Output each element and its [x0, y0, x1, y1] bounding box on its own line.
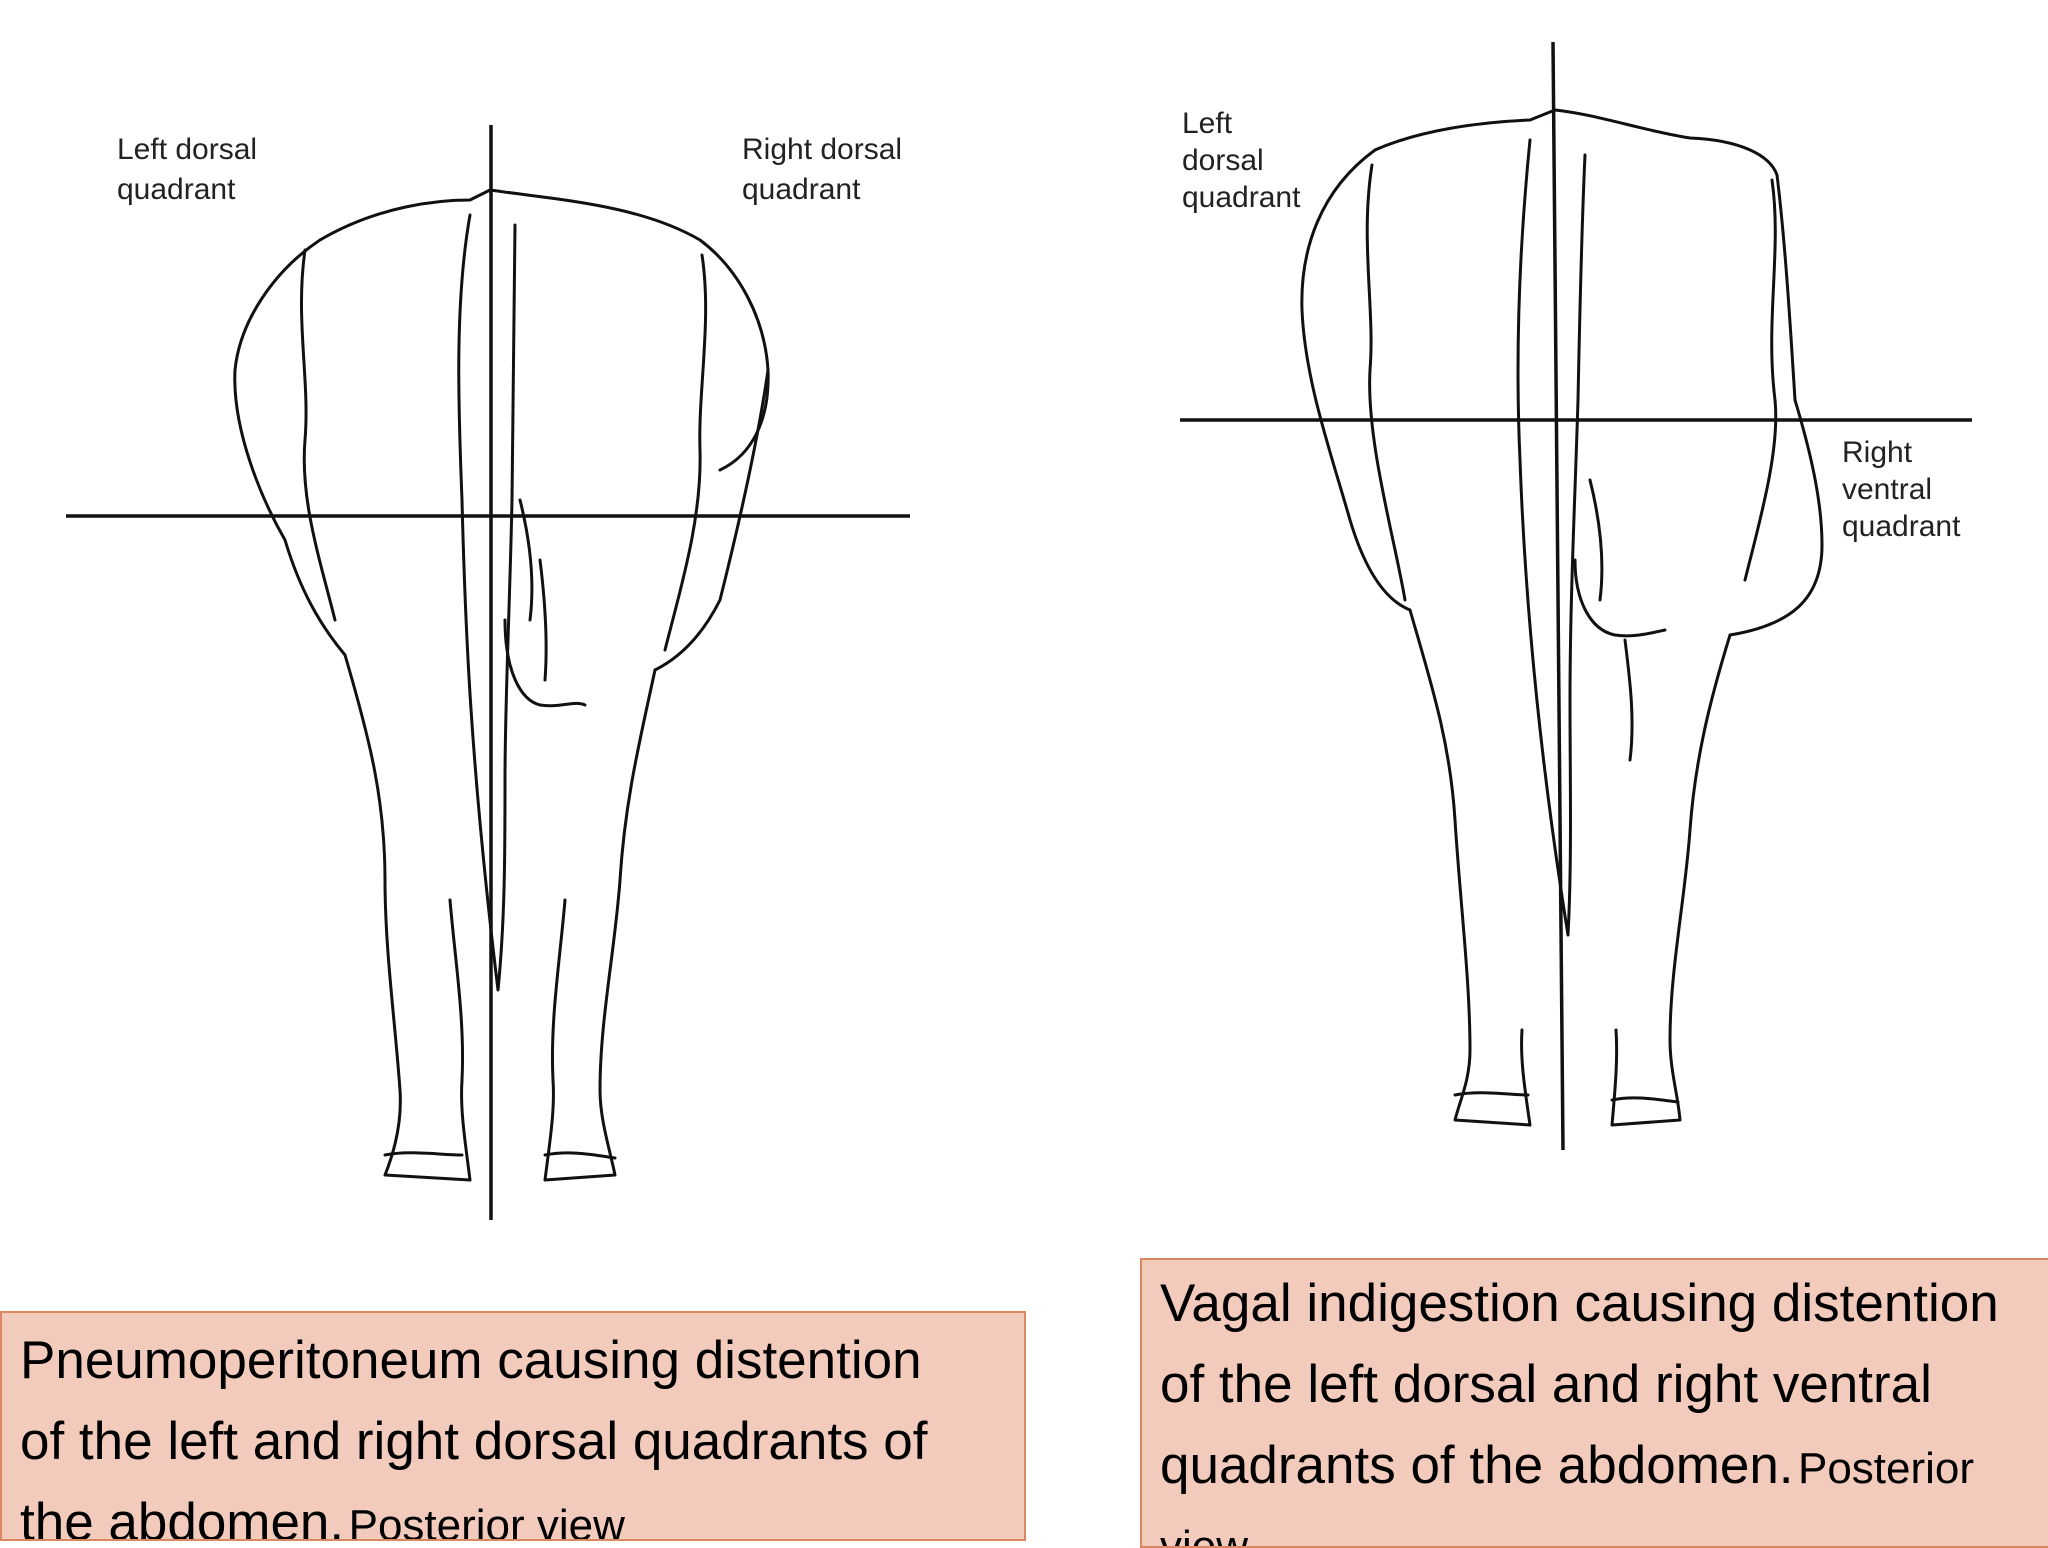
caption-text: Pneumoperitoneum causing distention [20, 1331, 922, 1390]
caption-line: of the left dorsal and right ventral [1160, 1351, 2040, 1432]
left-cow-left-thigh [300, 248, 337, 622]
caption-view-note: view. [1160, 1522, 1258, 1548]
caption-view-note: Posterior [1797, 1444, 1975, 1493]
right-cow-right-thigh [1743, 178, 1778, 582]
right-cow-right-leg [1610, 633, 1732, 1127]
right-caption-box: Vagal indigestion causing distention of … [1140, 1258, 2048, 1548]
caption-line: view. [1160, 1513, 2040, 1548]
left-cow-left-leg [343, 653, 472, 1182]
label-line: quadrant [1182, 181, 1301, 214]
right-cow-left-hoof [1453, 1091, 1530, 1097]
right-cow-teat [1588, 478, 1634, 762]
left-cow-right-thigh [663, 253, 708, 652]
right-cow-left-leg [1408, 608, 1532, 1127]
right-cow-left-belly [1300, 148, 1412, 612]
right-cow-udder [1573, 558, 1667, 638]
right-cow-tail [1516, 138, 1587, 937]
right-cow-right-hoof [1610, 1096, 1680, 1104]
label-line: quadrant [117, 173, 236, 206]
label-line: quadrant [742, 173, 861, 206]
caption-text: quadrants of the abdomen. [1160, 1436, 1794, 1495]
caption-text: Vagal indigestion causing distention [1160, 1274, 1999, 1333]
left-cow-tail [457, 213, 517, 992]
left-cow-right-belly [653, 368, 770, 672]
left-cow-right-leg [543, 668, 657, 1182]
right-cow-left-thigh [1365, 163, 1407, 602]
caption-text: the abdomen. [20, 1493, 345, 1541]
label-line: quadrant [1842, 510, 1961, 543]
caption-view-note: Posterior view [348, 1501, 625, 1541]
left-panel-label-right: Right dorsal quadrant [742, 133, 910, 206]
left-cow-udder [503, 618, 587, 708]
right-cow-right-belly [1728, 398, 1824, 637]
caption-text: of the left and right dorsal quadrants o… [20, 1412, 928, 1471]
caption-line: Vagal indigestion causing distention [1160, 1270, 2040, 1351]
label-line: Left dorsal [117, 133, 257, 166]
left-cow-drawing [233, 188, 770, 1182]
left-caption-box: Pneumoperitoneum causing distention of t… [0, 1311, 1026, 1541]
left-cow-right-hoof [543, 1151, 617, 1160]
caption-line: Pneumoperitoneum causing distention [20, 1327, 1006, 1408]
right-vertical-axis [1551, 41, 1565, 1151]
right-panel-label-right: Right ventral quadrant [1842, 436, 1961, 543]
label-line: Right dorsal [742, 133, 902, 166]
right-cow-drawing [1300, 108, 1824, 1127]
left-cow-teat [518, 498, 548, 682]
left-panel-label-left: Left dorsal quadrant [117, 133, 265, 206]
label-line: dorsal [1182, 144, 1264, 177]
label-line: Right [1842, 436, 1913, 469]
left-cow-left-hoof [383, 1151, 464, 1157]
caption-line: quadrants of the abdomen. Posterior [1160, 1432, 2040, 1513]
label-line: Left [1182, 107, 1233, 140]
right-cow-back-outline [1373, 108, 1797, 402]
caption-text: of the left dorsal and right ventral [1160, 1355, 1932, 1414]
caption-line: the abdomen. Posterior view [20, 1489, 1006, 1541]
left-cow-left-belly [233, 238, 347, 657]
label-line: ventral [1842, 473, 1932, 506]
caption-line: of the left and right dorsal quadrants o… [20, 1408, 1006, 1489]
left-cow-back-outline [318, 188, 770, 472]
right-panel-label-left: Left dorsal quadrant [1182, 107, 1301, 214]
